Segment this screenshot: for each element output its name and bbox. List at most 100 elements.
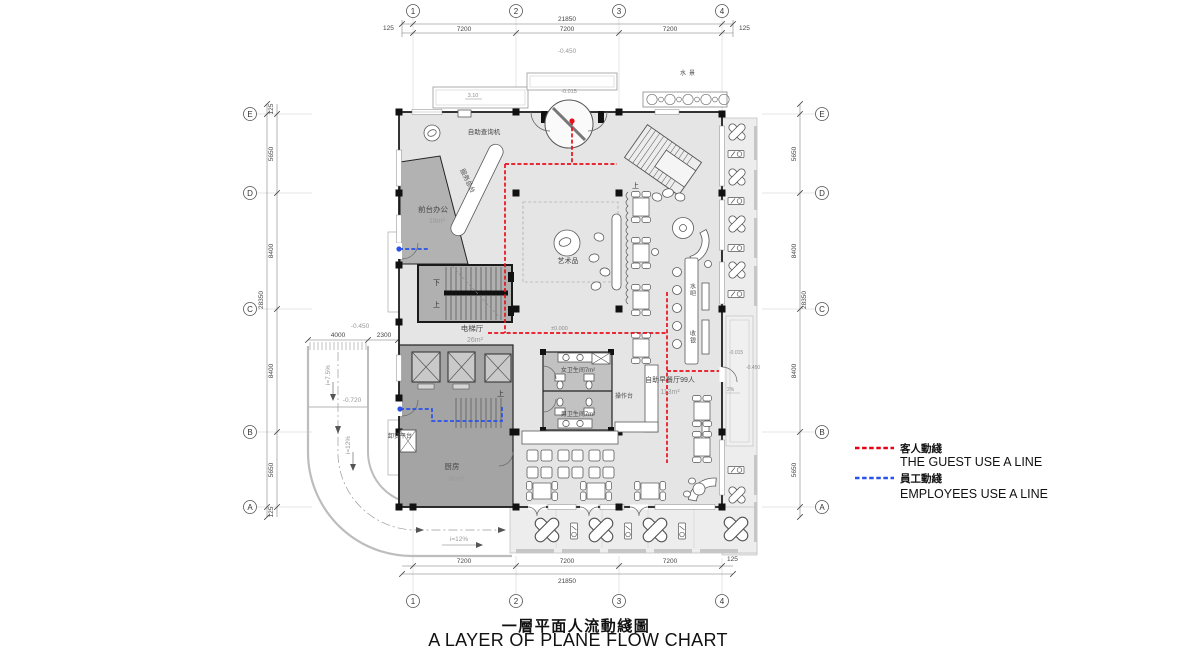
svg-text:5650: 5650 <box>791 462 798 477</box>
label-water-bar: 水吧 <box>689 282 696 297</box>
svg-text:A: A <box>247 503 253 512</box>
svg-text:30m²: 30m² <box>448 476 465 483</box>
svg-text:3: 3 <box>617 597 622 606</box>
reception-desk <box>450 143 504 237</box>
wavy-table <box>611 213 622 291</box>
dock-platform-lower <box>387 419 400 476</box>
art-zone <box>522 201 619 283</box>
svg-text:i=12%: i=12% <box>450 536 468 543</box>
svg-text:3: 3 <box>617 7 622 16</box>
service-stair: 上 <box>455 389 504 428</box>
svg-text:B: B <box>819 428 824 437</box>
toilet-fixtures <box>542 352 612 429</box>
label-wc-men: 男卫生间7m² <box>561 410 595 418</box>
label-elev-hall: 电梯厅 <box>461 323 484 333</box>
legend-guest-zh: 客人動綫 <box>899 442 942 455</box>
svg-text:E: E <box>819 110 824 119</box>
entrance-porch <box>526 72 618 91</box>
lounge-chair <box>727 150 745 158</box>
legend-employee-en: EMPLOYEES USE A LINE <box>900 487 1048 501</box>
grid-bubbles <box>243 4 829 608</box>
stairs-elevators: 下 上 上 上 <box>399 124 703 453</box>
legend: 客人動綫 THE GUEST USE A LINE 員工動綫 EMPLOYEES… <box>855 442 1048 501</box>
svg-text:-0.015: -0.015 <box>729 350 743 356</box>
op-counter-h <box>614 421 659 433</box>
svg-text:5650: 5650 <box>791 146 798 161</box>
svg-text:D: D <box>819 189 825 198</box>
svg-text:18m²: 18m² <box>429 218 446 225</box>
label-art: 艺术品 <box>558 256 579 265</box>
label-dock: 卸货平台 <box>388 432 412 440</box>
employee-flow-start <box>396 246 402 252</box>
main-stair: 下 上 <box>433 265 508 322</box>
label-water-feature: 水景 <box>680 69 698 77</box>
employee-flow-start2 <box>397 406 403 412</box>
svg-text:125: 125 <box>268 103 275 114</box>
serving-counter <box>521 430 619 445</box>
label-front-office: 前台办公 <box>418 204 448 214</box>
title-en: A LAYER OF PLANE FLOW CHART <box>428 630 728 650</box>
lounge-chair <box>727 197 745 205</box>
svg-text:125: 125 <box>739 25 750 32</box>
svg-text:7200: 7200 <box>560 26 575 33</box>
svg-text:i=12%: i=12% <box>345 436 352 454</box>
svg-text:3.10: 3.10 <box>468 93 479 99</box>
serving-cart <box>570 522 578 540</box>
legend-employee-zh: 員工動綫 <box>899 472 942 485</box>
upper-stair <box>623 124 703 196</box>
furniture <box>423 99 751 545</box>
svg-text:2%: 2% <box>727 387 735 393</box>
svg-text:7200: 7200 <box>663 26 678 33</box>
svg-text:125: 125 <box>727 556 738 563</box>
flow-lines <box>396 118 719 463</box>
wall-windows <box>396 109 725 510</box>
svg-text:上: 上 <box>497 389 504 398</box>
svg-text:1: 1 <box>411 597 416 606</box>
svg-text:-0.450: -0.450 <box>558 48 577 55</box>
revolving-door <box>530 99 608 149</box>
svg-text:±0.000: ±0.000 <box>551 326 568 332</box>
svg-text:8400: 8400 <box>791 243 798 258</box>
label-cashier: 收银 <box>689 329 696 344</box>
svg-text:2300: 2300 <box>377 332 392 339</box>
label-wc-women: 女卫生间7m² <box>561 366 595 374</box>
svg-text:5650: 5650 <box>268 462 275 477</box>
counter-seats <box>526 449 615 479</box>
svg-text:2: 2 <box>514 7 519 16</box>
room-labels: 自助查询机 服务总台 前台办公 18m² 艺术品 电梯厅 26m² 水吧 收银 … <box>388 69 760 483</box>
svg-text:113m²: 113m² <box>660 389 680 396</box>
ramp-hatch <box>309 342 367 350</box>
kiosk-machine <box>457 109 472 118</box>
title-block: 一層平面人流動綫圖 A LAYER OF PLANE FLOW CHART <box>428 617 728 650</box>
title-zh: 一層平面人流動綫圖 <box>502 617 651 635</box>
lounge-chair <box>727 244 745 252</box>
svg-text:125: 125 <box>268 506 275 517</box>
canopy-left <box>432 86 529 109</box>
svg-text:C: C <box>819 305 825 314</box>
svg-text:8400: 8400 <box>791 363 798 378</box>
svg-text:D: D <box>247 189 253 198</box>
svg-text:26m²: 26m² <box>467 337 484 344</box>
svg-text:2: 2 <box>514 597 519 606</box>
svg-text:7200: 7200 <box>457 558 472 565</box>
svg-text:125: 125 <box>383 25 394 32</box>
svg-text:8400: 8400 <box>268 363 275 378</box>
label-op-counter: 操作台 <box>615 392 633 400</box>
svg-text:5650: 5650 <box>268 146 275 161</box>
svg-text:C: C <box>247 305 253 314</box>
svg-text:B: B <box>247 428 252 437</box>
svg-text:-0.450: -0.450 <box>351 323 370 330</box>
columns <box>395 108 726 511</box>
svg-text:下: 下 <box>433 279 440 287</box>
svg-text:7200: 7200 <box>560 558 575 565</box>
colonnade-piers <box>516 126 758 553</box>
label-kitchen: 厨房 <box>445 461 460 471</box>
guest-flow-line <box>488 121 719 463</box>
water-feature-planter <box>642 91 728 108</box>
grid-and-dimensions: 21850 7200 7200 7200 125 125 -0.450 7200… <box>243 4 829 608</box>
lounge-chair <box>727 290 745 298</box>
legend-guest-en: THE GUEST USE A LINE <box>900 455 1042 469</box>
svg-text:-0.450: -0.450 <box>746 365 760 371</box>
serving-cart <box>624 522 632 540</box>
dim-top-total: 21850 <box>558 16 576 23</box>
